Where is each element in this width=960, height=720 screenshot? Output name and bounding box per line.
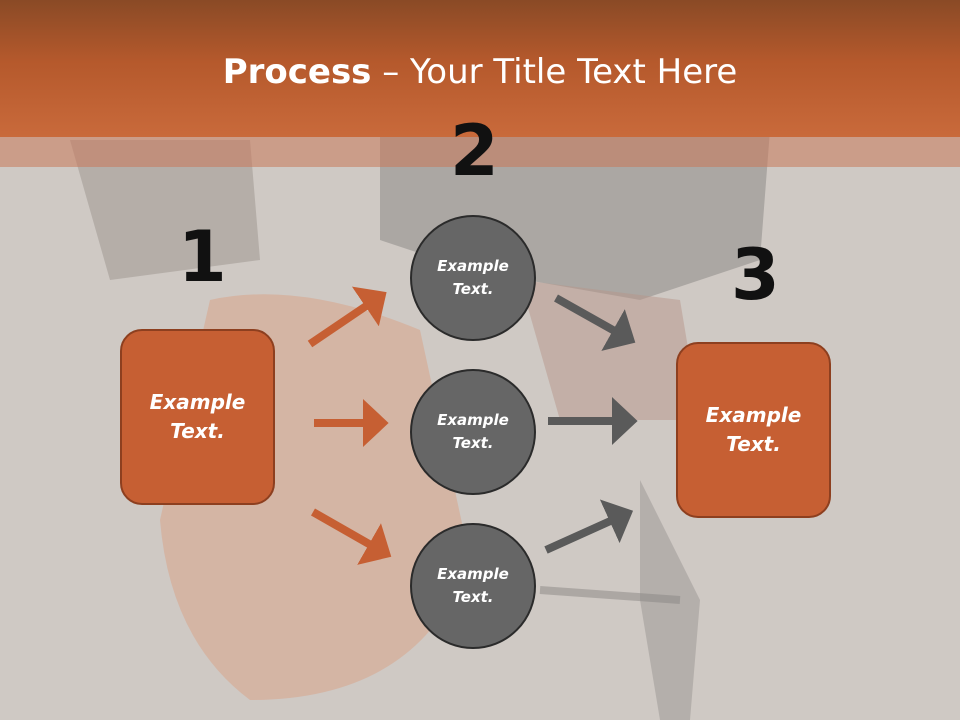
step-1-line1: Example (149, 390, 246, 414)
circle-top-line2: Text. (452, 280, 494, 298)
title-bold: Process (222, 52, 372, 92)
arrow-bottom-to-3 (544, 499, 634, 554)
circle-middle-line2: Text. (452, 434, 494, 452)
step-3-line1: Example (705, 403, 802, 427)
step-1-line2: Text. (170, 419, 225, 443)
step-number-3: 3 (731, 234, 780, 316)
slide-title: Process – Your Title Text Here (0, 52, 960, 92)
arrow-1-to-top (307, 286, 387, 348)
circle-middle-line1: Example (437, 411, 509, 429)
arrow-1-to-bottom (311, 508, 392, 565)
circle-bottom-line2: Text. (452, 588, 494, 606)
step-number-1: 1 (178, 216, 227, 298)
circle-top-line1: Example (437, 257, 509, 275)
step-3-line2: Text. (726, 432, 781, 456)
title-rest: – Your Title Text Here (371, 52, 738, 92)
title-bar (0, 0, 960, 137)
title-band (0, 137, 960, 167)
circle-bottom-line1: Example (437, 565, 509, 583)
arrow-top-to-3 (554, 294, 636, 351)
step-number-2: 2 (450, 110, 499, 192)
